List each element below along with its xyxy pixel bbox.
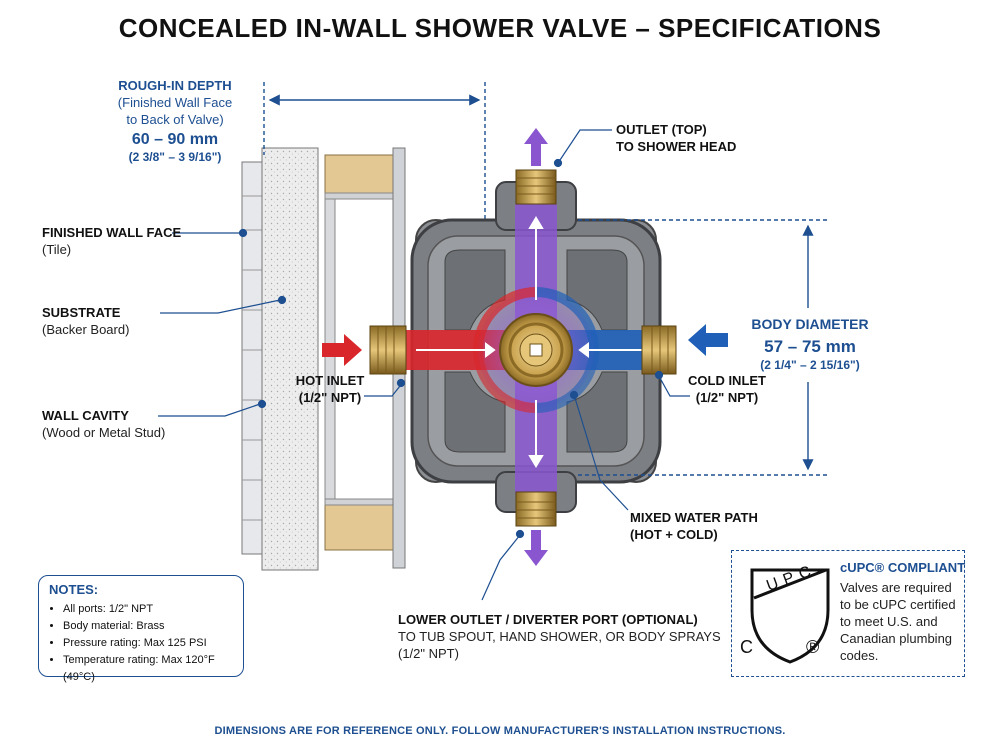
notes-heading: NOTES:	[49, 582, 99, 597]
outlet-top-sub: TO SHOWER HEAD	[616, 139, 737, 154]
top-outlet-arrow	[524, 128, 548, 166]
wall-cavity-sub: (Wood or Metal Stud)	[42, 425, 166, 440]
leader-lines	[158, 129, 690, 601]
body-diameter-value-in: (2 1/4" – 2 15/16")	[760, 358, 860, 372]
backer-board	[261, 147, 319, 571]
lower-outlet-sub2: (1/2" NPT)	[398, 646, 459, 661]
note-item: Body material: Brass	[63, 618, 233, 635]
note-item: Pressure rating: Max 125 PSI	[63, 635, 233, 652]
notes-box: NOTES: All ports: 1/2" NPT Body material…	[38, 575, 244, 683]
rough-in-value-mm: 60 – 90 mm	[131, 131, 219, 148]
bottom-outlet-arrow	[524, 530, 548, 566]
cupc-line: to be cUPC certified	[840, 597, 956, 612]
mixing-cartridge	[499, 313, 573, 387]
rough-in-dimension	[263, 82, 486, 230]
brass-fittings	[369, 169, 677, 527]
cupc-logo-c: C	[740, 637, 753, 657]
body-diameter-heading: BODY DIAMETER	[751, 316, 869, 332]
hot-inlet-arrow	[322, 334, 362, 366]
notes-list: All ports: 1/2" NPT Body material: Brass…	[49, 601, 233, 686]
cold-inlet-sub: (1/2" NPT)	[695, 390, 759, 405]
body-diameter-value-mm: 57 – 75 mm	[764, 337, 856, 356]
outlet-top-label: OUTLET (TOP)	[616, 122, 707, 137]
substrate-sub: (Backer Board)	[42, 322, 130, 337]
footer-disclaimer: DIMENSIONS ARE FOR REFERENCE ONLY. FOLLO…	[214, 725, 786, 737]
rough-in-sub1: (Finished Wall Face	[117, 95, 233, 110]
cupc-line: Valves are required	[840, 580, 952, 595]
hot-inlet-label: HOT INLET	[295, 373, 365, 388]
cupc-heading: cUPC® COMPLIANT	[840, 560, 966, 575]
substrate-label: SUBSTRATE	[42, 305, 121, 320]
cold-inlet-arrow	[688, 324, 728, 356]
mixed-path-label: MIXED WATER PATH	[630, 510, 758, 525]
rough-in-value-in: (2 3/8" – 3 9/16")	[128, 150, 222, 164]
lower-outlet-label: LOWER OUTLET / DIVERTER PORT (OPTIONAL)	[398, 612, 698, 627]
cupc-line: to meet U.S. and	[840, 614, 938, 629]
cupc-line: Canadian plumbing	[840, 631, 953, 646]
cold-inlet-label: COLD INLET	[688, 373, 766, 388]
cupc-line: codes.	[840, 648, 879, 663]
mixed-path-sub: (HOT + COLD)	[630, 527, 718, 542]
hot-inlet-sub: (1/2" NPT)	[298, 390, 362, 405]
water-paths	[400, 200, 662, 498]
finished-wall-sub: (Tile)	[42, 242, 72, 257]
tile-wall	[241, 161, 263, 555]
note-item: All ports: 1/2" NPT	[63, 601, 233, 618]
rough-in-heading: ROUGH-IN DEPTH	[118, 78, 232, 93]
cupc-logo	[750, 568, 830, 664]
cupc-box	[731, 550, 965, 677]
body-diameter-dimension	[578, 219, 828, 476]
note-item: Temperature rating: Max 120°F (49°C)	[63, 652, 233, 686]
rough-in-sub2: to Back of Valve)	[126, 112, 224, 127]
wall-cavity-label: WALL CAVITY	[42, 408, 129, 423]
cupc-logo-r: ®	[806, 637, 820, 657]
lower-outlet-sub1: TO TUB SPOUT, HAND SHOWER, OR BODY SPRAY…	[398, 629, 721, 644]
page-title: CONCEALED IN-WALL SHOWER VALVE – SPECIFI…	[118, 13, 882, 43]
finished-wall-label: FINISHED WALL FACE	[42, 225, 182, 240]
